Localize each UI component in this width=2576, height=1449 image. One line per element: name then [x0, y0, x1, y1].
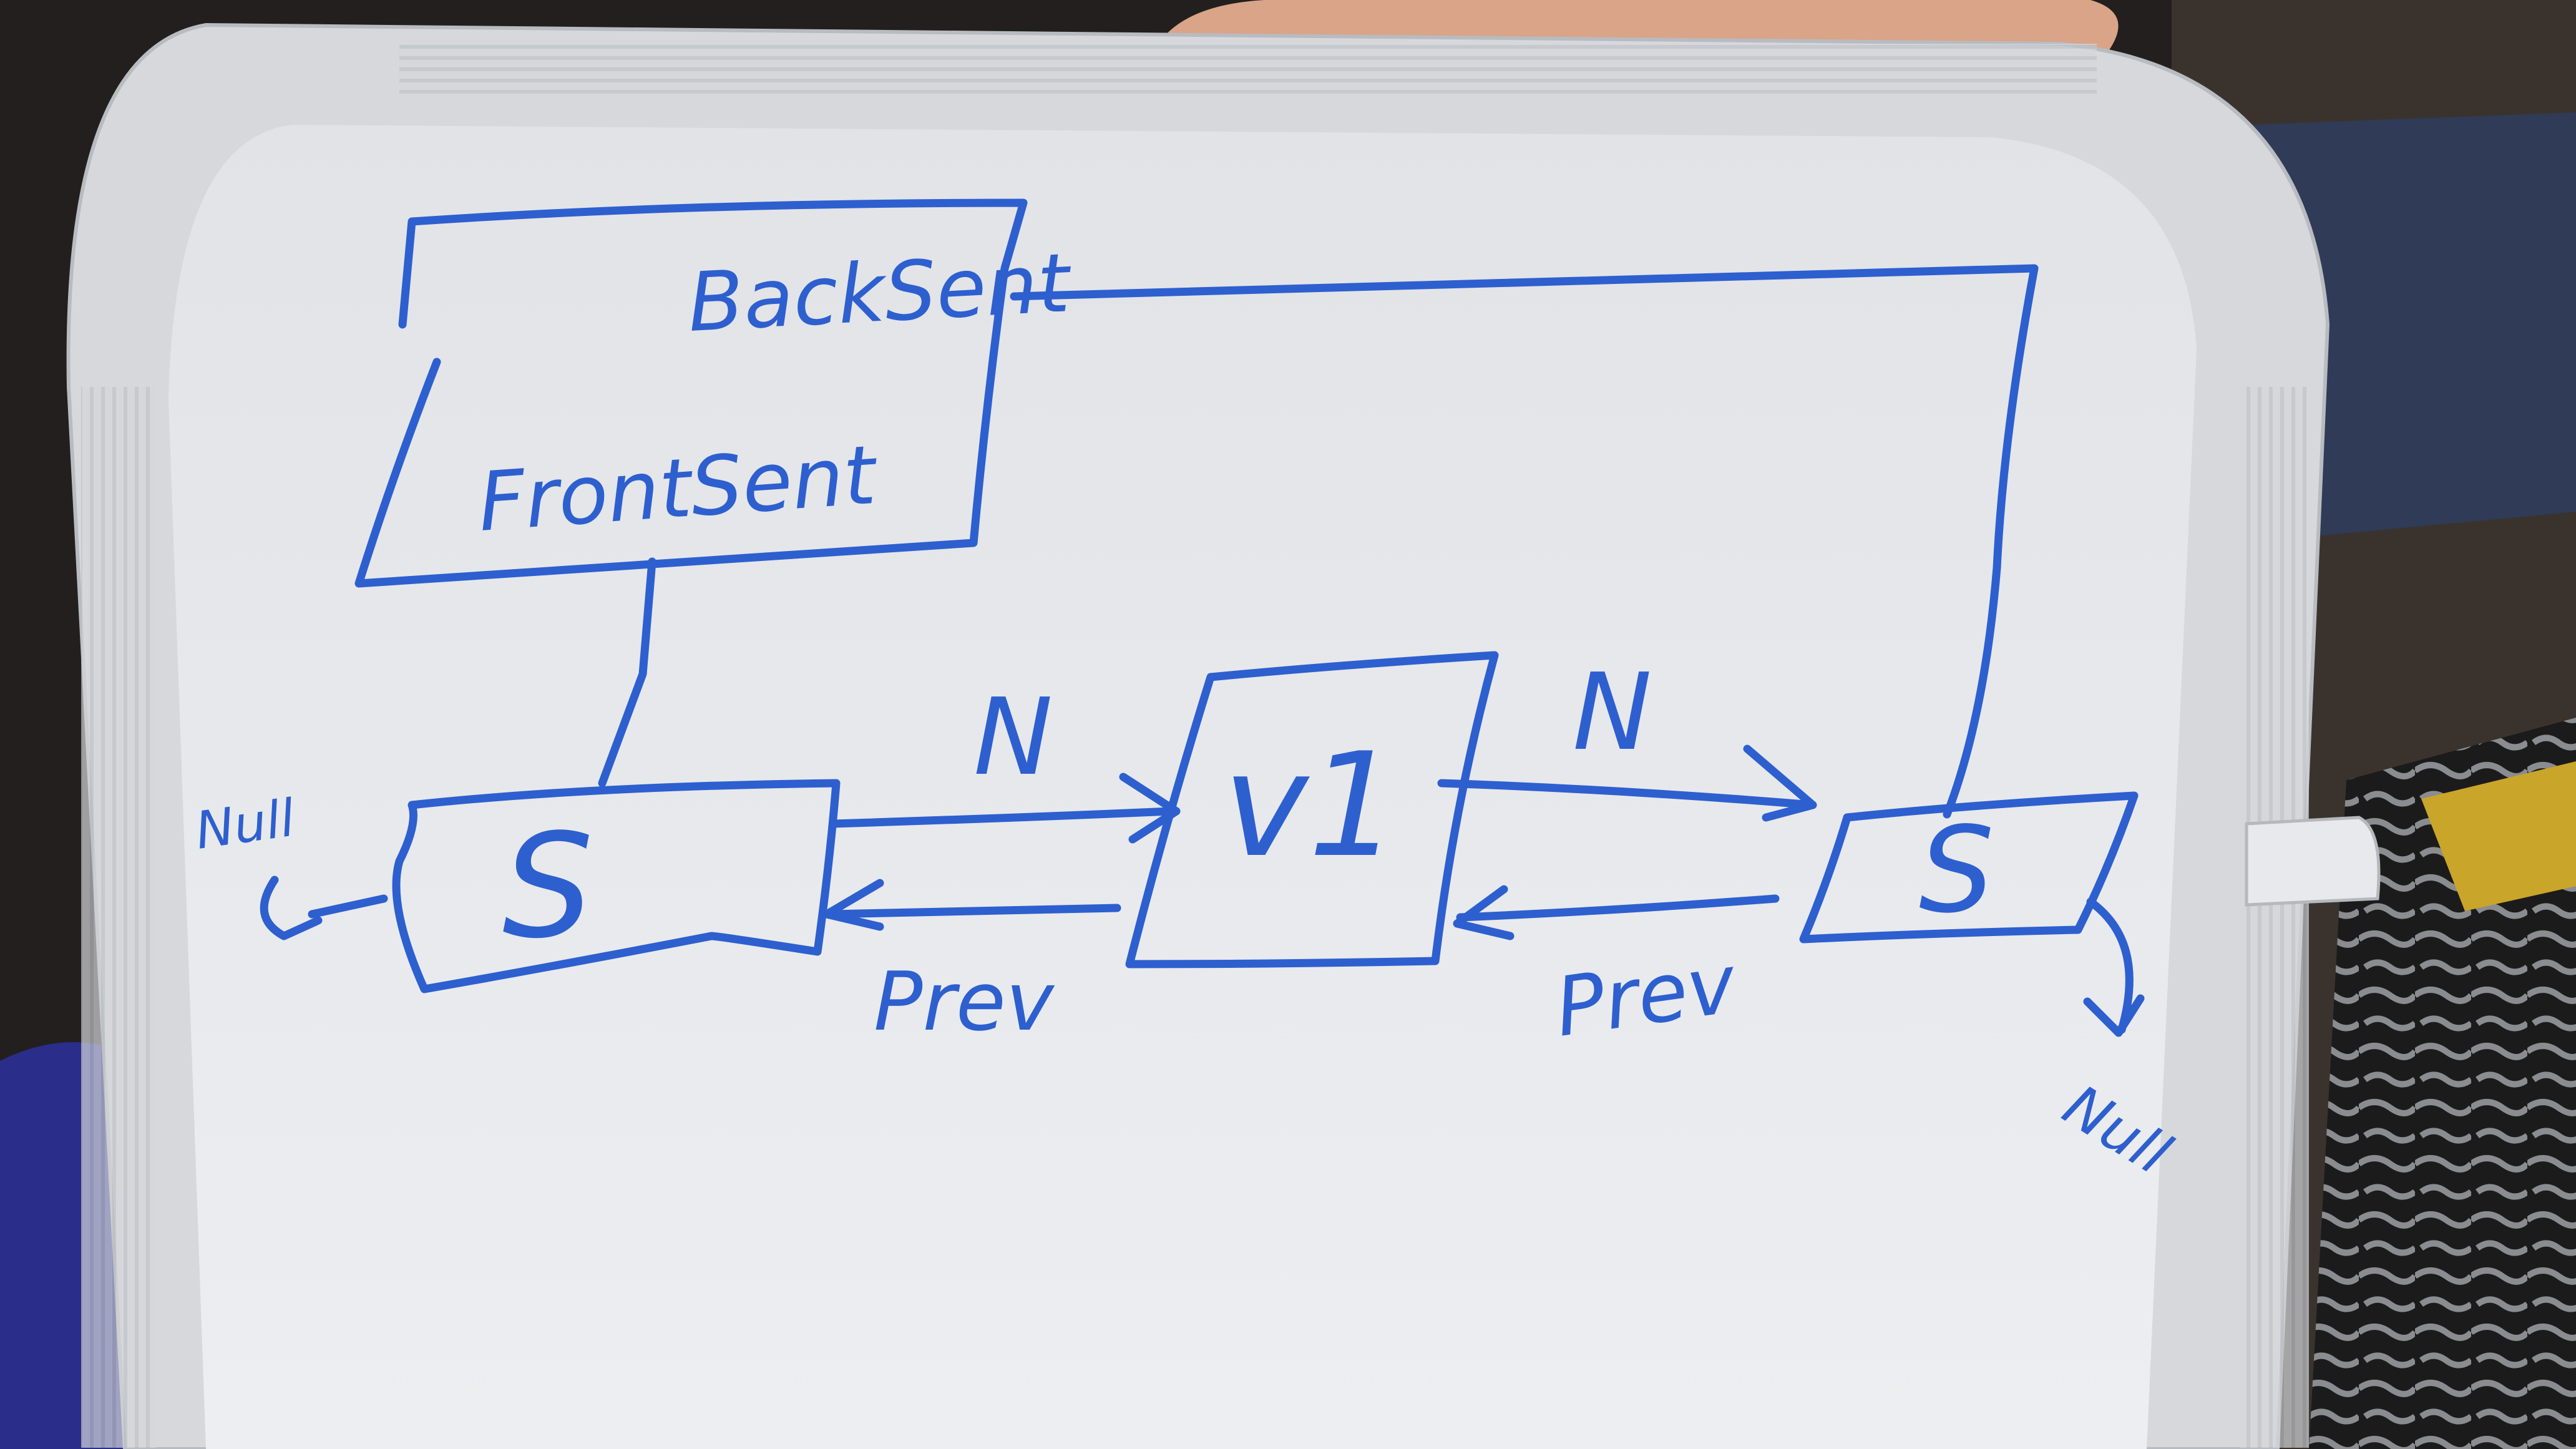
whiteboard-surface [168, 125, 2197, 1449]
prev-arrow-2 [1453, 885, 1780, 940]
frame-ridges-right [2240, 387, 2309, 1448]
node-label-value: v1 [1223, 723, 1399, 889]
node-label-back-sentinel: S [1919, 801, 1994, 939]
null-label-left: Null [192, 789, 299, 861]
next-arrow-2 [1437, 744, 1817, 822]
header-back-label: BackSent [686, 235, 1075, 350]
diagram [260, 198, 2145, 1037]
prev-label-1: Prev [874, 954, 1055, 1049]
frame-ridges-left [81, 387, 156, 1448]
next-label-2: N [1573, 651, 1652, 774]
frame-ridges-top [399, 44, 2097, 94]
marker-clip [2245, 816, 2381, 907]
next-arrow-1 [829, 773, 1181, 844]
back-sentinel-box [1799, 791, 2139, 944]
front-sentinel-box [392, 779, 841, 993]
null-arrow-right [2083, 897, 2145, 1037]
back-link [1010, 264, 2039, 819]
prev-arrow-1 [822, 879, 1121, 931]
next-label-1: N [973, 676, 1053, 799]
value-node-box [1125, 651, 1499, 968]
null-arrow-left [260, 876, 388, 940]
front-link [598, 557, 656, 788]
node-label-front-sentinel: S [502, 804, 593, 970]
header-node-box [354, 198, 1028, 588]
